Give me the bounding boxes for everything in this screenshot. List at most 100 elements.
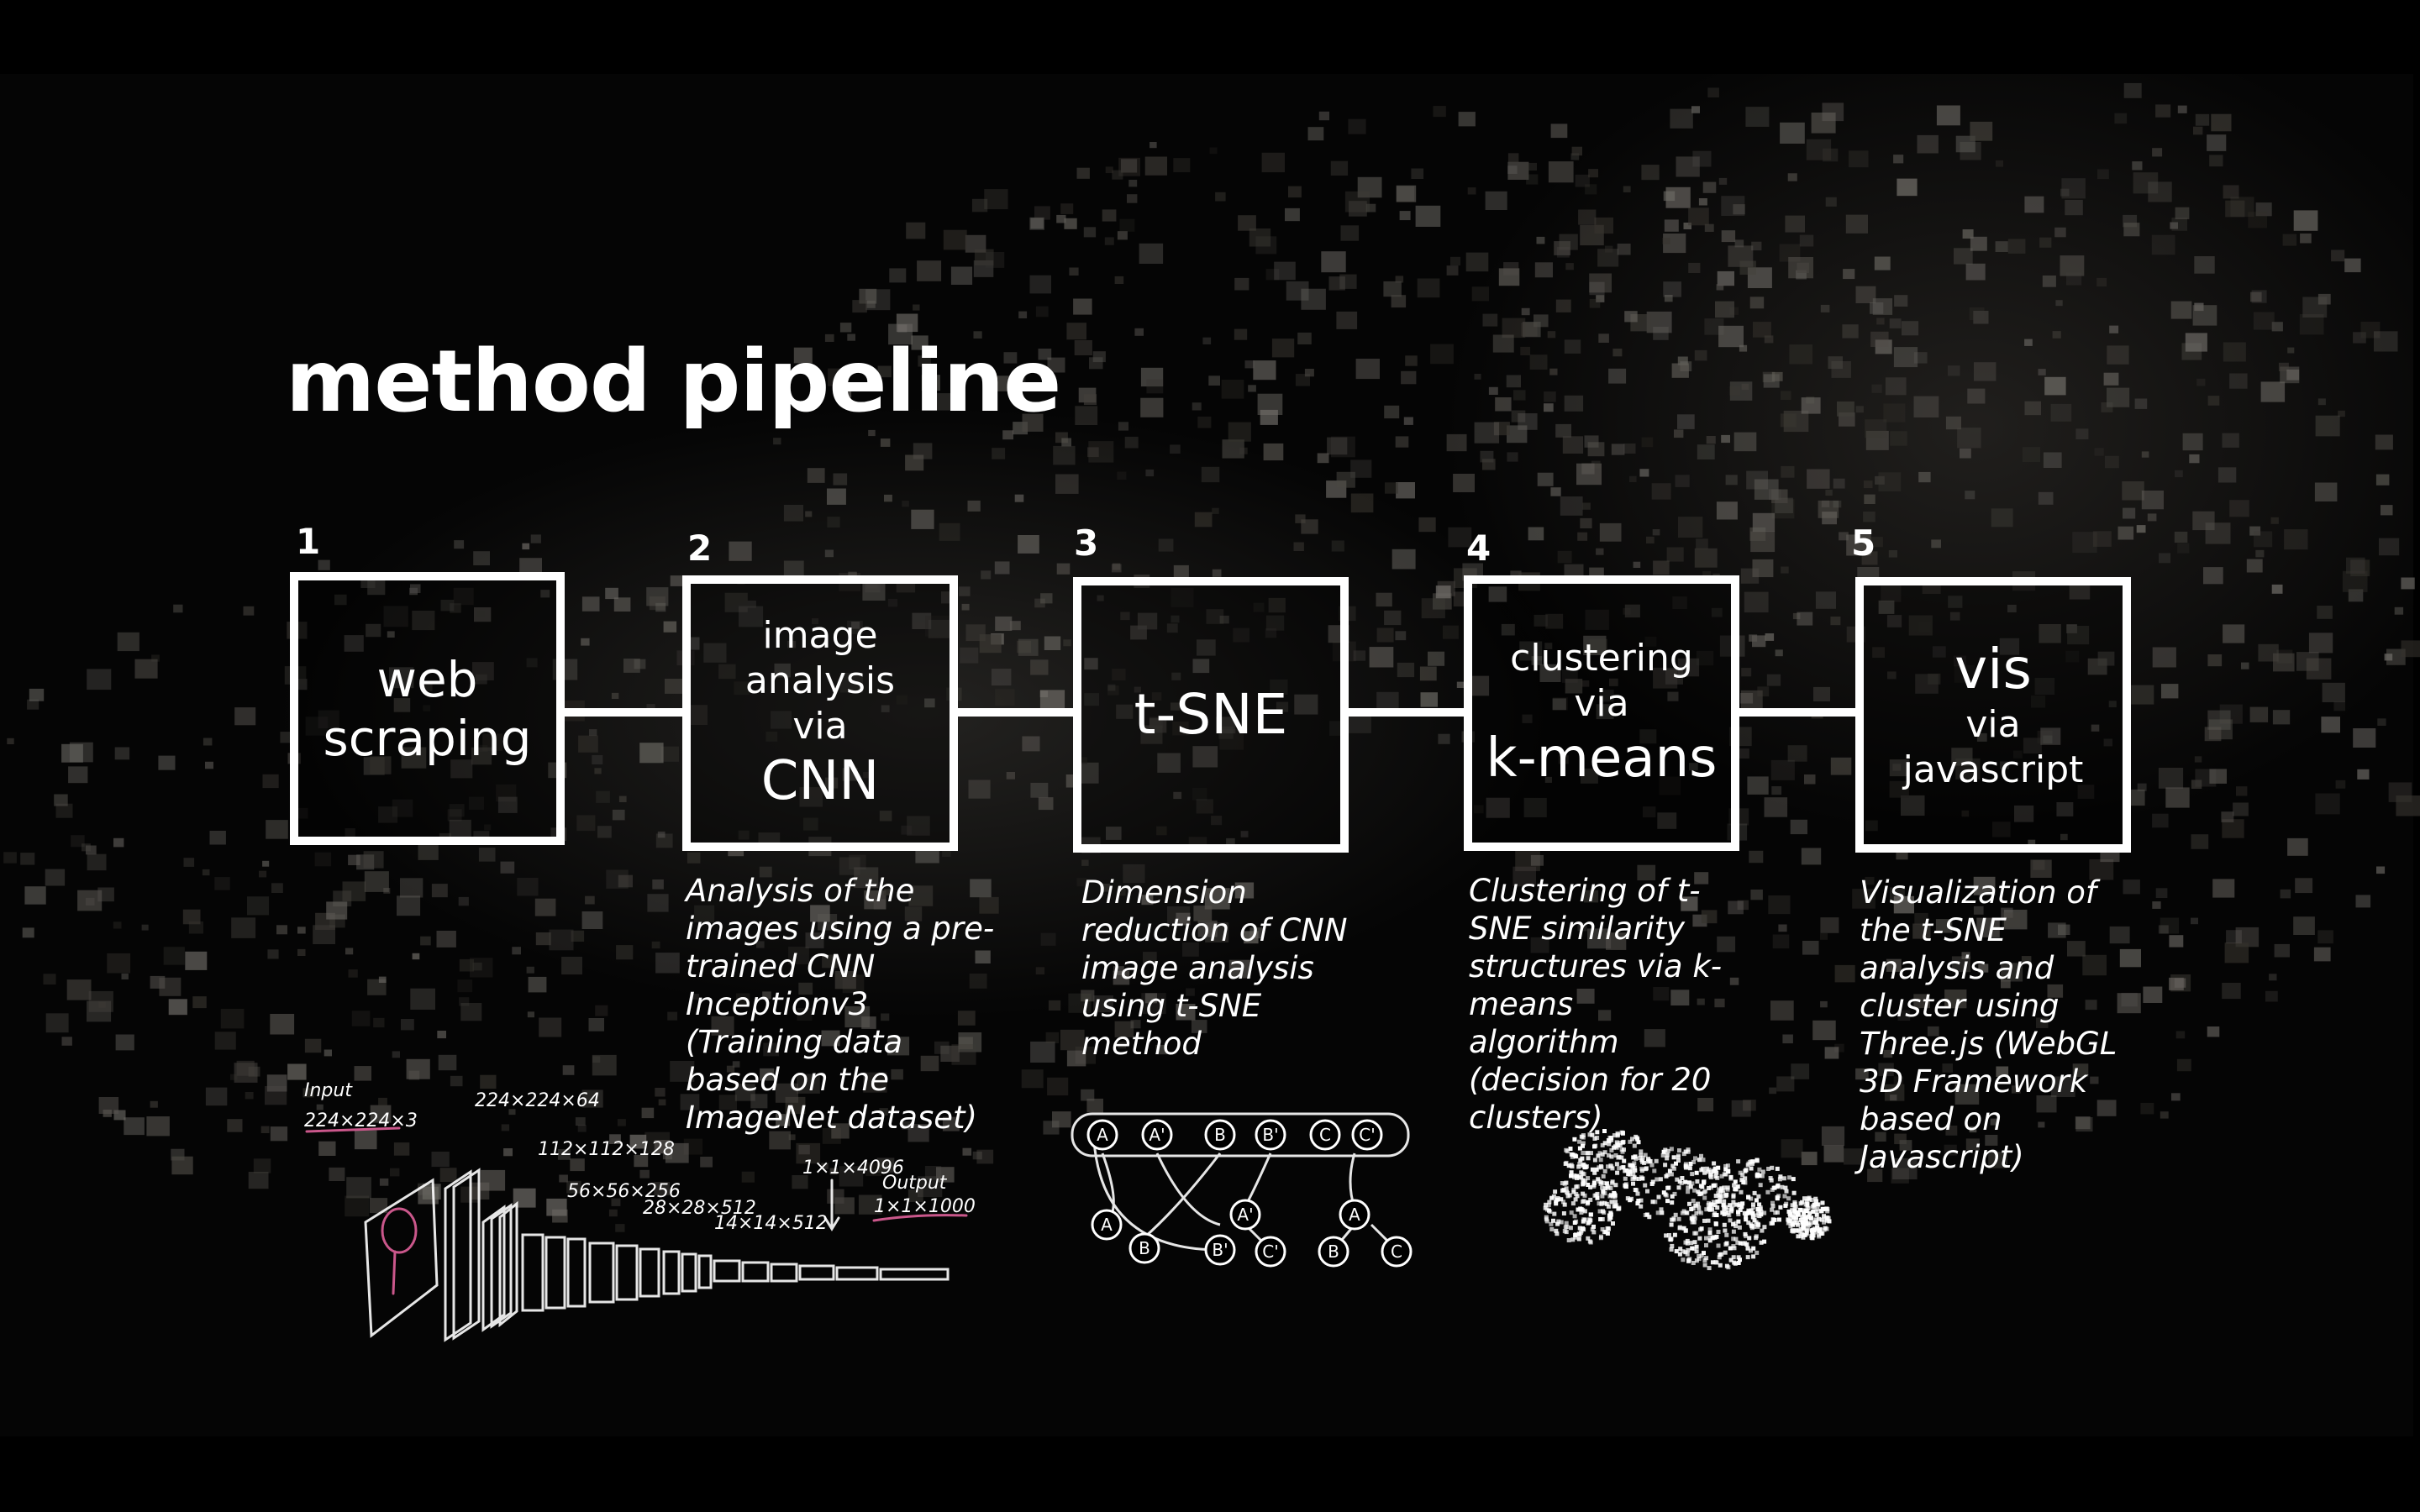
cluster-point <box>1775 1166 1780 1171</box>
background-thumbnail <box>973 331 982 339</box>
background-thumbnail <box>1417 278 1440 298</box>
cluster-point <box>1716 1165 1721 1170</box>
background-thumbnail <box>1392 549 1416 570</box>
background-thumbnail <box>1749 297 1765 309</box>
background-thumbnail <box>1134 686 1141 693</box>
background-thumbnail <box>418 843 439 860</box>
cluster-point <box>1693 1156 1697 1161</box>
background-thumbnail <box>1739 260 1756 275</box>
background-thumbnail <box>1815 591 1836 609</box>
background-thumbnail <box>976 1149 994 1164</box>
graph-bottom-node-6-label: A <box>1349 1205 1360 1225</box>
background-thumbnail <box>700 1157 713 1168</box>
cluster-point <box>1670 1163 1676 1168</box>
cluster-point <box>1726 1265 1731 1270</box>
background-thumbnail <box>1141 993 1166 1015</box>
cluster-point <box>1718 1193 1723 1198</box>
background-thumbnail <box>1753 322 1771 338</box>
background-thumbnail <box>87 1000 112 1022</box>
background-thumbnail <box>1749 634 1758 642</box>
background-thumbnail <box>1825 490 1833 496</box>
background-thumbnail <box>1775 497 1793 513</box>
background-thumbnail <box>829 1168 838 1175</box>
cluster-point <box>1569 1152 1574 1157</box>
background-thumbnail <box>711 1016 734 1036</box>
background-thumbnail <box>769 1131 791 1150</box>
cluster-point <box>1592 1137 1597 1141</box>
cluster-point <box>1738 1208 1743 1212</box>
background-thumbnail <box>1172 722 1189 736</box>
cluster-point <box>1601 1209 1605 1214</box>
background-thumbnail <box>1667 691 1679 701</box>
background-thumbnail <box>788 946 809 964</box>
background-thumbnail <box>1945 1126 1958 1136</box>
cluster-point <box>1601 1173 1606 1179</box>
background-thumbnail <box>852 300 867 313</box>
background-thumbnail <box>1737 900 1749 911</box>
background-thumbnail <box>596 790 610 803</box>
cluster-point <box>1684 1210 1689 1215</box>
background-thumbnail <box>2158 925 2169 934</box>
background-thumbnail <box>436 931 456 948</box>
background-thumbnail <box>1663 191 1676 202</box>
cluster-point <box>1802 1215 1807 1220</box>
background-thumbnail <box>972 1151 982 1160</box>
background-thumbnail <box>1890 431 1907 446</box>
background-thumbnail <box>373 1017 385 1028</box>
cluster-point <box>1691 1220 1697 1225</box>
step-2-box: image analysis via CNN <box>682 575 958 851</box>
background-thumbnail <box>1069 267 1079 276</box>
background-thumbnail <box>1746 470 1768 490</box>
cluster-point <box>1559 1197 1564 1202</box>
background-thumbnail <box>1653 987 1670 1001</box>
background-thumbnail <box>2376 866 2386 874</box>
background-thumbnail <box>1506 375 1521 388</box>
background-thumbnail <box>316 1104 324 1110</box>
cluster-point <box>1800 1215 1805 1220</box>
background-thumbnail <box>2346 557 2365 574</box>
cluster-point <box>1562 1181 1567 1186</box>
cluster-point <box>1731 1200 1736 1205</box>
background-thumbnail <box>776 1114 791 1126</box>
background-thumbnail <box>1837 401 1854 417</box>
cluster-point <box>1677 1226 1682 1231</box>
cluster-point <box>1586 1236 1591 1241</box>
background-thumbnail <box>585 895 595 905</box>
background-thumbnail <box>1523 797 1547 817</box>
cluster-point <box>1681 1249 1686 1254</box>
background-thumbnail <box>1901 795 1925 816</box>
cluster-point <box>1544 1217 1549 1222</box>
background-thumbnail <box>2075 1116 2091 1130</box>
background-thumbnail <box>905 454 924 471</box>
cluster-point <box>1739 1189 1744 1194</box>
background-thumbnail <box>1376 627 1394 643</box>
cluster-point <box>1696 1189 1701 1194</box>
kmeans-cluster-sketch <box>1543 1129 1832 1271</box>
background-thumbnail <box>459 997 470 1006</box>
background-thumbnail <box>2169 935 2184 948</box>
background-thumbnail <box>1531 656 1543 665</box>
background-thumbnail <box>1701 910 1718 924</box>
background-thumbnail <box>1796 270 1807 280</box>
background-thumbnail <box>2036 1095 2057 1113</box>
cluster-point <box>1718 1199 1722 1204</box>
background-thumbnail <box>262 860 270 867</box>
background-thumbnail <box>798 1144 810 1155</box>
background-thumbnail <box>1928 673 1941 685</box>
background-thumbnail <box>1965 1138 1980 1151</box>
cluster-point <box>1694 1258 1699 1263</box>
background-thumbnail <box>765 732 778 742</box>
background-thumbnail <box>844 1005 871 1028</box>
background-thumbnail <box>1812 1020 1836 1041</box>
background-thumbnail <box>2194 756 2202 763</box>
background-thumbnail <box>847 333 855 341</box>
cluster-point <box>1674 1161 1678 1166</box>
background-thumbnail <box>1544 391 1556 402</box>
graph-bottom-node-8-circle <box>1381 1236 1413 1268</box>
background-thumbnail <box>1737 748 1749 759</box>
background-thumbnail <box>1428 651 1445 666</box>
cluster-point <box>1681 1257 1686 1263</box>
background-thumbnail <box>1395 276 1404 283</box>
background-thumbnail <box>886 1037 910 1056</box>
background-thumbnail <box>1692 150 1712 167</box>
